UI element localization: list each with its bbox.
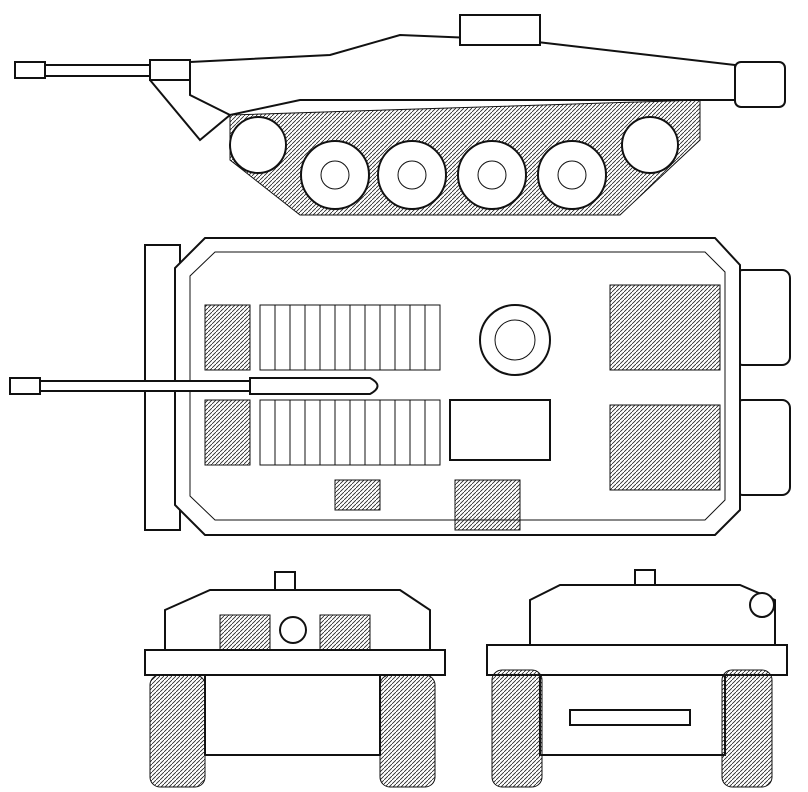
idler-wheel	[621, 116, 679, 174]
ammo-rack-left	[204, 304, 251, 371]
muzzle-brake	[14, 61, 46, 79]
gun-barrel	[44, 64, 156, 77]
track-left	[491, 669, 543, 788]
lower-hull	[204, 674, 381, 756]
ammo-rack-right	[204, 399, 251, 466]
engine-grille	[454, 479, 521, 531]
rear-view	[486, 569, 788, 788]
gun-breech	[249, 377, 379, 395]
top-view	[9, 237, 791, 536]
commander-cupola	[479, 304, 551, 376]
gun-mount	[149, 59, 191, 81]
rear-box-left	[734, 269, 791, 366]
front-glacis	[144, 649, 446, 676]
fuel-cells	[259, 304, 441, 466]
commander-cupola	[459, 14, 541, 46]
muzzle-brake	[9, 377, 41, 395]
gun-mantlet	[279, 616, 307, 644]
track-left	[149, 674, 206, 788]
side-view	[14, 14, 786, 216]
tow-bar	[569, 709, 691, 726]
driver-seat	[449, 399, 551, 461]
hull-outline	[174, 237, 741, 536]
radiator-left	[609, 284, 721, 371]
track-right	[379, 674, 436, 788]
hull-interior	[189, 251, 726, 521]
road-wheels	[300, 140, 607, 210]
rear-upper-hull	[529, 584, 776, 646]
sprocket-wheel	[229, 116, 287, 174]
hatch	[334, 479, 381, 511]
track-right	[721, 669, 773, 788]
gun-barrel	[39, 380, 251, 392]
dozer-arm	[149, 79, 231, 142]
radiator-right	[609, 404, 721, 491]
front-view	[144, 571, 446, 788]
rear-stowage-box	[734, 61, 786, 108]
rear-roller	[749, 592, 775, 618]
rear-box-right	[734, 399, 791, 496]
